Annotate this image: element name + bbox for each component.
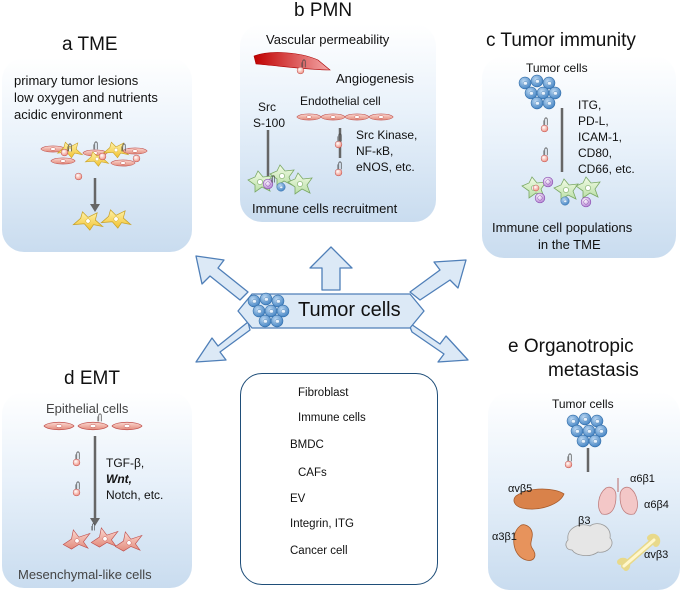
central-arrow-hub	[195, 246, 469, 363]
arrow-to-tme	[195, 255, 249, 301]
pmn-angiogenesis: Angiogenesis	[336, 71, 415, 86]
panel-tumor-immunity	[482, 56, 676, 258]
arrow-to-immunity	[409, 259, 467, 301]
tme-illustration	[40, 141, 148, 231]
emt-factor-3: Notch, etc.	[106, 488, 164, 502]
immunity-tumor-cells: Tumor cells	[526, 61, 588, 75]
pmn-title: b PMN	[294, 0, 353, 21]
tme-line-2: low oxygen and nutrients	[14, 90, 158, 105]
immunity-illustration	[518, 74, 601, 208]
kidney-icon	[513, 524, 536, 561]
tme-title: a TME	[62, 34, 118, 55]
brain-icon	[565, 523, 613, 556]
legend-label-immune: Immune cells	[298, 412, 366, 424]
emt-epithelial: Epithelial cells	[46, 401, 129, 416]
pmn-factor-2: NF-κB,	[356, 144, 394, 158]
pmn-s100: S-100	[253, 116, 286, 130]
arrow-to-organotropic	[407, 321, 469, 363]
emt-mesenchymal: Mesenchymal-like cells	[18, 567, 152, 582]
arrow-to-pmn	[309, 246, 353, 291]
immunity-populations-1: Immune cell populations	[492, 220, 633, 235]
integrin-b3: β3	[578, 515, 591, 527]
organotropic-tumor-cells: Tumor cells	[552, 397, 614, 411]
integrin-a6b1: α6β1	[630, 473, 655, 485]
immunity-marker-4: CD80,	[578, 146, 613, 160]
pmn-factor-1: Src Kinase,	[356, 128, 418, 142]
pmn-endothelial-cell: Endothelial cell	[300, 94, 381, 108]
pmn-immune-recruitment: Immune cells recruitment	[252, 201, 398, 216]
organotropic-title-2: metastasis	[548, 360, 639, 381]
pmn-illustration	[247, 52, 394, 195]
immunity-marker-2: PD-L,	[578, 114, 609, 128]
legend-label-bmdc: BMDC	[290, 439, 324, 451]
legend-box	[240, 373, 438, 585]
emt-illustration	[43, 413, 143, 552]
pmn-src: Src	[258, 100, 276, 114]
lung-left-icon	[598, 486, 617, 515]
immunity-populations-2: in the TME	[538, 237, 601, 252]
integrin-a6b4: α6β4	[644, 499, 669, 511]
legend-label-fibroblast: Fibroblast	[298, 387, 349, 399]
integrin-avb3: αvβ3	[644, 549, 669, 561]
tme-line-3: acidic environment	[14, 107, 123, 122]
pmn-vascular-permeability: Vascular permeability	[266, 32, 390, 47]
immunity-title: c Tumor immunity	[486, 30, 636, 51]
legend-label-cafs: CAFs	[298, 467, 327, 479]
lung-right-icon	[619, 486, 638, 515]
organotropic-title-1: e Organotropic	[508, 336, 634, 357]
liver-icon	[513, 488, 565, 510]
legend-label-integrin: Integrin, ITG	[290, 518, 354, 530]
emt-title: d EMT	[64, 368, 120, 389]
center-box	[237, 293, 425, 329]
arrow-to-emt	[195, 321, 251, 363]
pmn-factor-3: eNOS, etc.	[356, 160, 415, 174]
immunity-marker-3: ICAM-1,	[578, 130, 623, 144]
blood-vessel	[253, 52, 331, 71]
emt-factor-2: Wnt,	[106, 472, 132, 486]
legend-label-cancer-cell: Cancer cell	[290, 545, 348, 557]
tme-line-1: primary tumor lesions	[14, 73, 139, 88]
emt-factor-1: TGF-β,	[106, 456, 145, 470]
immunity-marker-1: ITG,	[578, 98, 602, 112]
integrin-a3b1: α3β1	[492, 531, 517, 543]
legend-label-ev: EV	[290, 493, 306, 505]
immunity-marker-5: CD66, etc.	[578, 162, 635, 176]
organotropic-illustration	[513, 412, 661, 571]
integrin-avb5: αvβ5	[508, 483, 533, 495]
center-label: Tumor cells	[298, 299, 401, 321]
